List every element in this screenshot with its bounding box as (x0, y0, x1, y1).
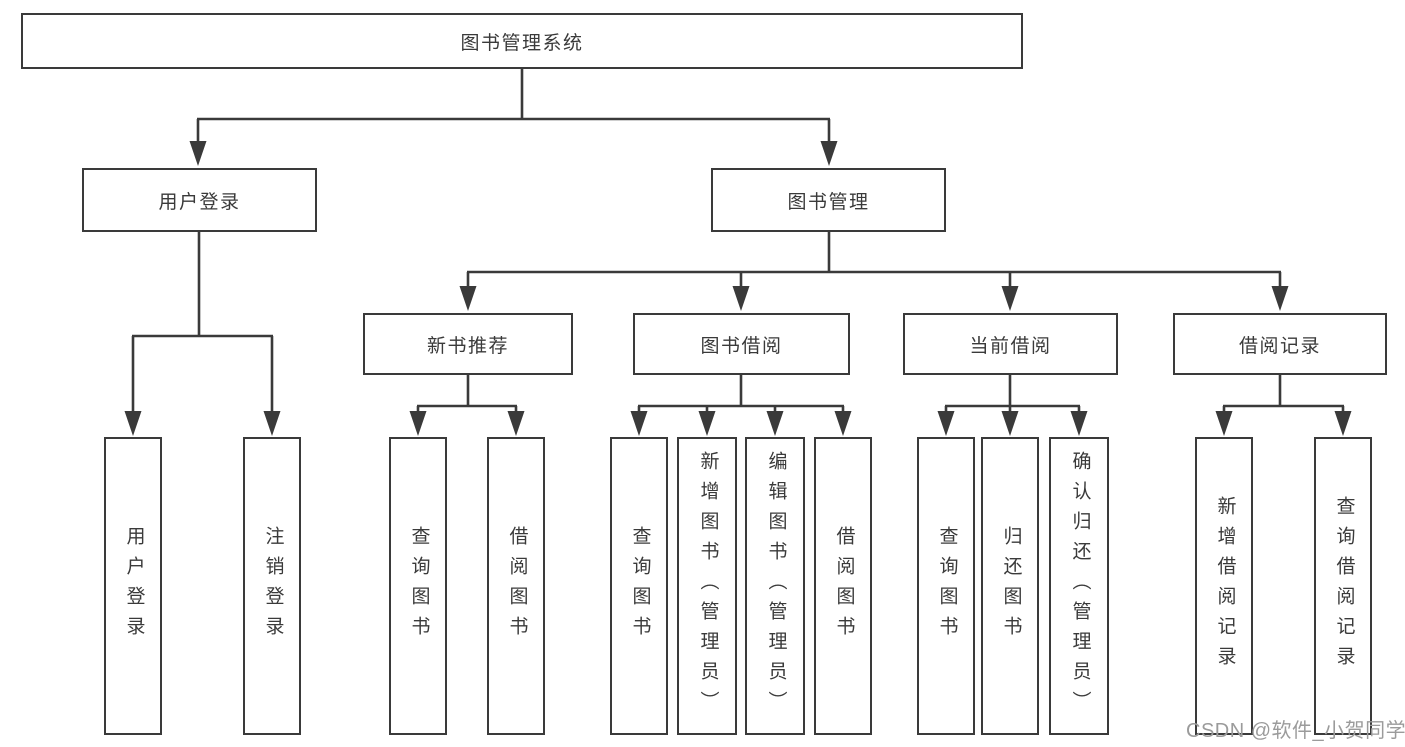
node-current-borrowing-label: 当前借阅 (969, 335, 1052, 357)
leaf-query-books-borrowing-label: 查询图书 (629, 526, 651, 646)
csdn-watermark: CSDN @软件_小贺同学 (1186, 720, 1405, 742)
node-book-borrowing: 图书借阅 (633, 313, 850, 375)
leaf-return-book-label: 归还图书 (1000, 526, 1022, 646)
node-book-management-label: 图书管理 (787, 191, 870, 213)
leaf-query-borrowing-record-label: 查询借阅记录 (1333, 496, 1355, 676)
leaf-query-books-recommendation-label: 查询图书 (408, 526, 430, 646)
node-borrowing-records-label: 借阅记录 (1238, 335, 1321, 357)
leaf-logout-label: 注销登录 (262, 526, 284, 646)
leaf-edit-book-admin-label: 编辑图书（管理员） (765, 451, 787, 721)
leaf-confirm-return-admin-label: 确认归还（管理员） (1069, 451, 1091, 721)
leaf-logout: 注销登录 (243, 437, 301, 735)
leaf-return-book: 归还图书 (981, 437, 1039, 735)
leaf-add-book-admin-label: 新增图书（管理员） (697, 451, 719, 721)
leaf-add-borrowing-record-label: 新增借阅记录 (1214, 496, 1236, 676)
node-new-book-recommendation: 新书推荐 (363, 313, 573, 375)
leaf-borrow-books-borrowing-label: 借阅图书 (833, 526, 855, 646)
node-borrowing-records: 借阅记录 (1173, 313, 1387, 375)
node-current-borrowing: 当前借阅 (903, 313, 1118, 375)
node-new-book-recommendation-label: 新书推荐 (426, 335, 509, 357)
arrowheads (124, 141, 1352, 436)
leaf-user-login: 用户登录 (104, 437, 162, 735)
node-user-login: 用户登录 (82, 168, 317, 232)
node-library-management-system: 图书管理系统 (21, 13, 1023, 69)
leaf-borrow-books-recommendation-label: 借阅图书 (506, 526, 528, 646)
leaf-borrow-books-borrowing: 借阅图书 (814, 437, 872, 735)
node-book-management: 图书管理 (711, 168, 946, 232)
leaf-query-borrowing-record: 查询借阅记录 (1314, 437, 1372, 735)
leaf-query-books-current: 查询图书 (917, 437, 975, 735)
leaf-query-books-recommendation: 查询图书 (389, 437, 447, 735)
leaf-add-borrowing-record: 新增借阅记录 (1195, 437, 1253, 735)
leaf-add-book-admin: 新增图书（管理员） (677, 437, 737, 735)
leaf-confirm-return-admin: 确认归还（管理员） (1049, 437, 1109, 735)
node-library-management-system-label: 图书管理系统 (460, 32, 584, 54)
node-user-login-label: 用户登录 (158, 191, 241, 213)
leaf-user-login-label: 用户登录 (123, 526, 145, 646)
leaf-query-books-borrowing: 查询图书 (610, 437, 668, 735)
leaf-query-books-current-label: 查询图书 (936, 526, 958, 646)
node-book-borrowing-label: 图书借阅 (700, 335, 783, 357)
leaf-edit-book-admin: 编辑图书（管理员） (745, 437, 805, 735)
leaf-borrow-books-recommendation: 借阅图书 (487, 437, 545, 735)
